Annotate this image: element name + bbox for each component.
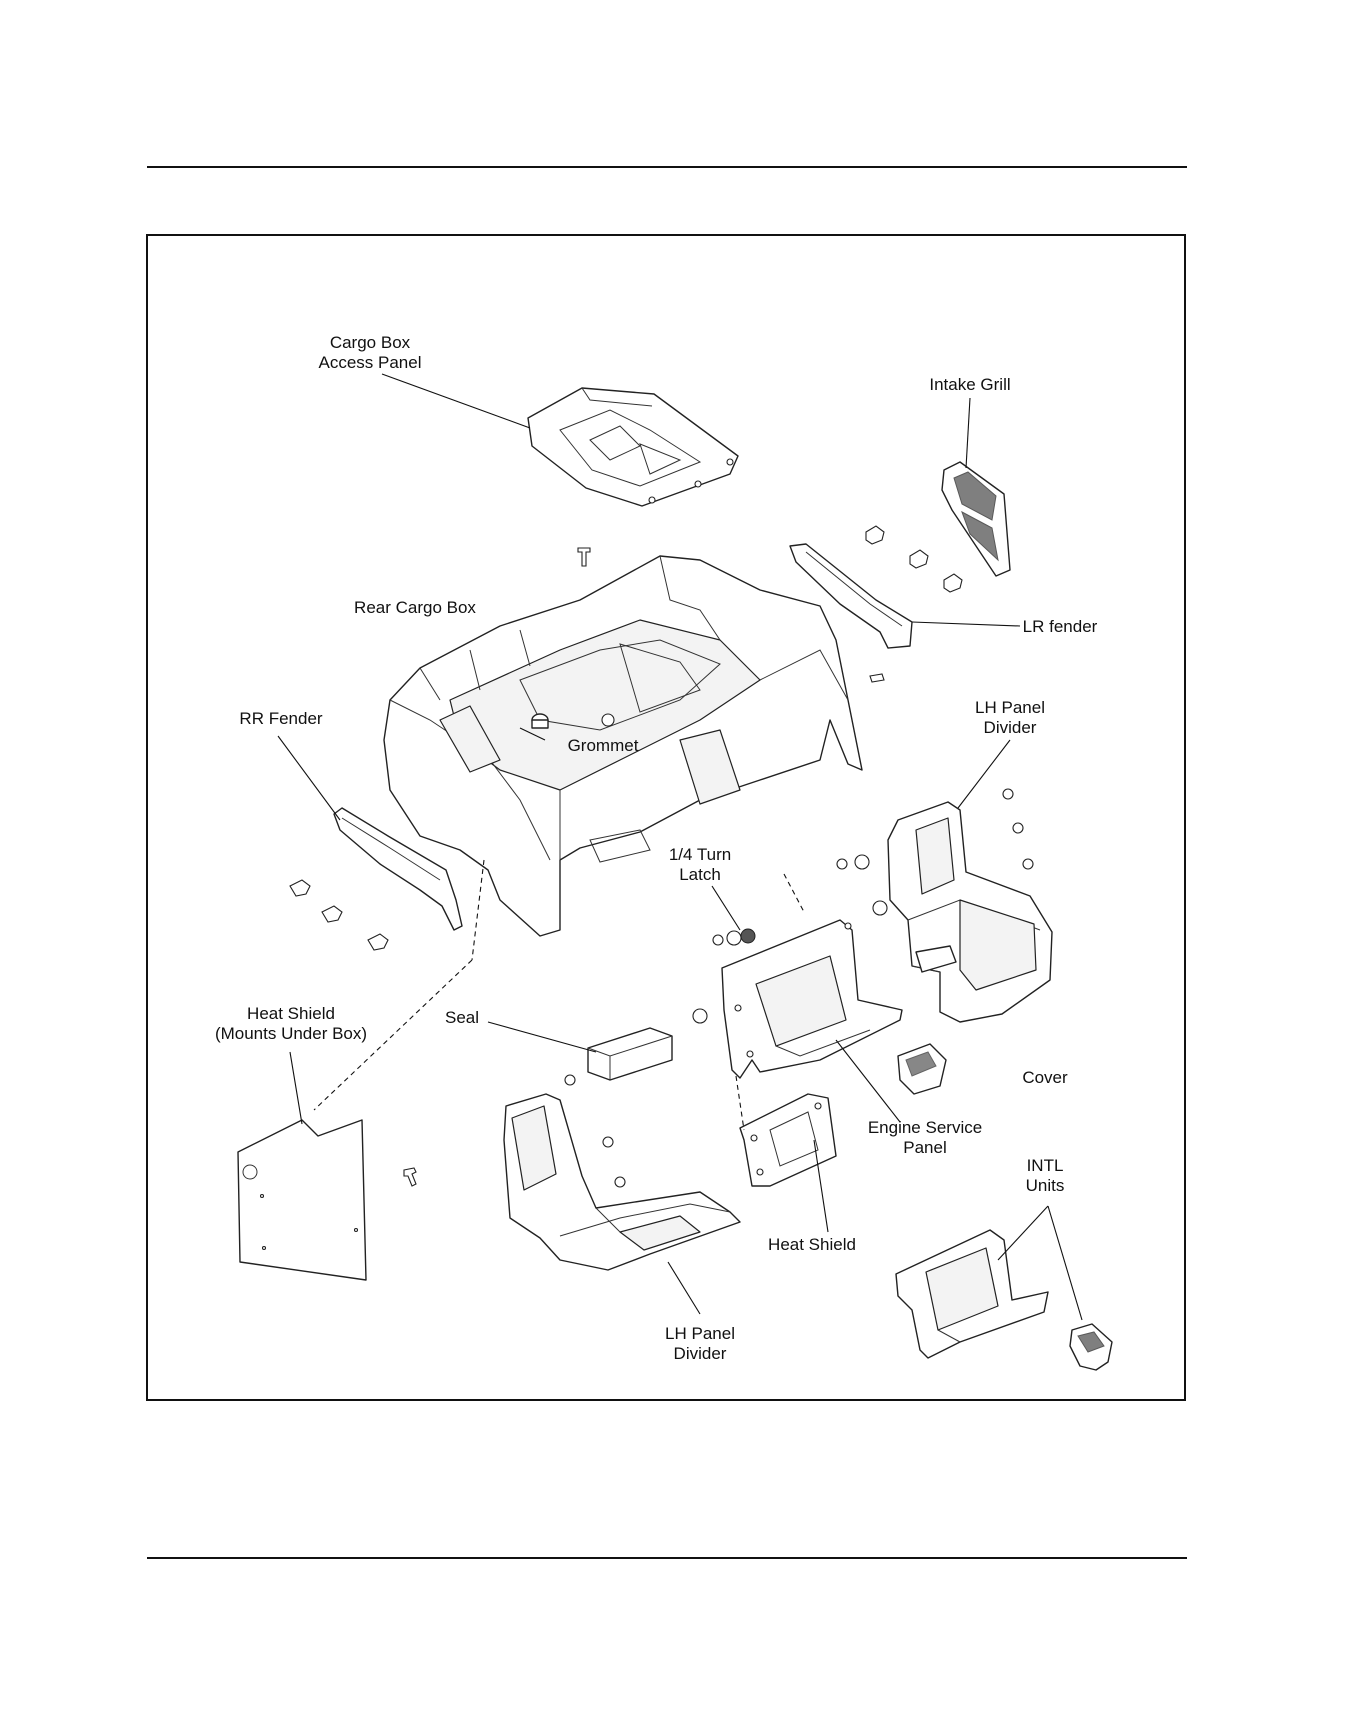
label-heat-shield: Heat Shield [752,1235,872,1255]
lh-panel-divider-upper-drawing [888,802,1052,1022]
label-cargo-box-access-panel: Cargo Box Access Panel [300,333,440,373]
label-lh-panel-divider-upper: LH Panel Divider [955,698,1065,738]
label-quarter-turn-latch: 1/4 Turn Latch [650,845,750,885]
grill-clips [866,526,962,592]
label-cover: Cover [1010,1068,1080,1088]
heat-shield-drawing [740,1094,836,1186]
cover-drawing [898,1044,946,1094]
label-intake-grill: Intake Grill [905,375,1035,395]
label-grommet: Grommet [558,736,648,756]
cargo-box-bolt [578,548,590,566]
label-seal: Seal [432,1008,492,1028]
intl-units-drawing [896,1230,1112,1370]
label-heat-shield-mounts-under-box: Heat Shield (Mounts Under Box) [196,1004,386,1044]
heat-shield-under-box-drawing [238,1120,366,1280]
label-lr-fender: LR fender [1010,617,1110,637]
cargo-box-access-panel-drawing [528,388,738,506]
grommet-drawing [532,714,548,728]
rr-fender-fasteners [290,880,388,950]
seal-drawing [588,1028,672,1080]
label-engine-service-panel: Engine Service Panel [855,1118,995,1158]
label-rr-fender: RR Fender [226,709,336,729]
intake-grill-drawing [942,462,1010,576]
label-rear-cargo-box: Rear Cargo Box [340,598,490,618]
engine-service-panel-drawing [722,920,902,1078]
heat-shield-bolt [404,1168,416,1186]
footer-rule [147,1557,1187,1559]
label-intl-units: INTL Units [1005,1156,1085,1196]
label-lh-panel-divider-lower: LH Panel Divider [645,1324,755,1364]
